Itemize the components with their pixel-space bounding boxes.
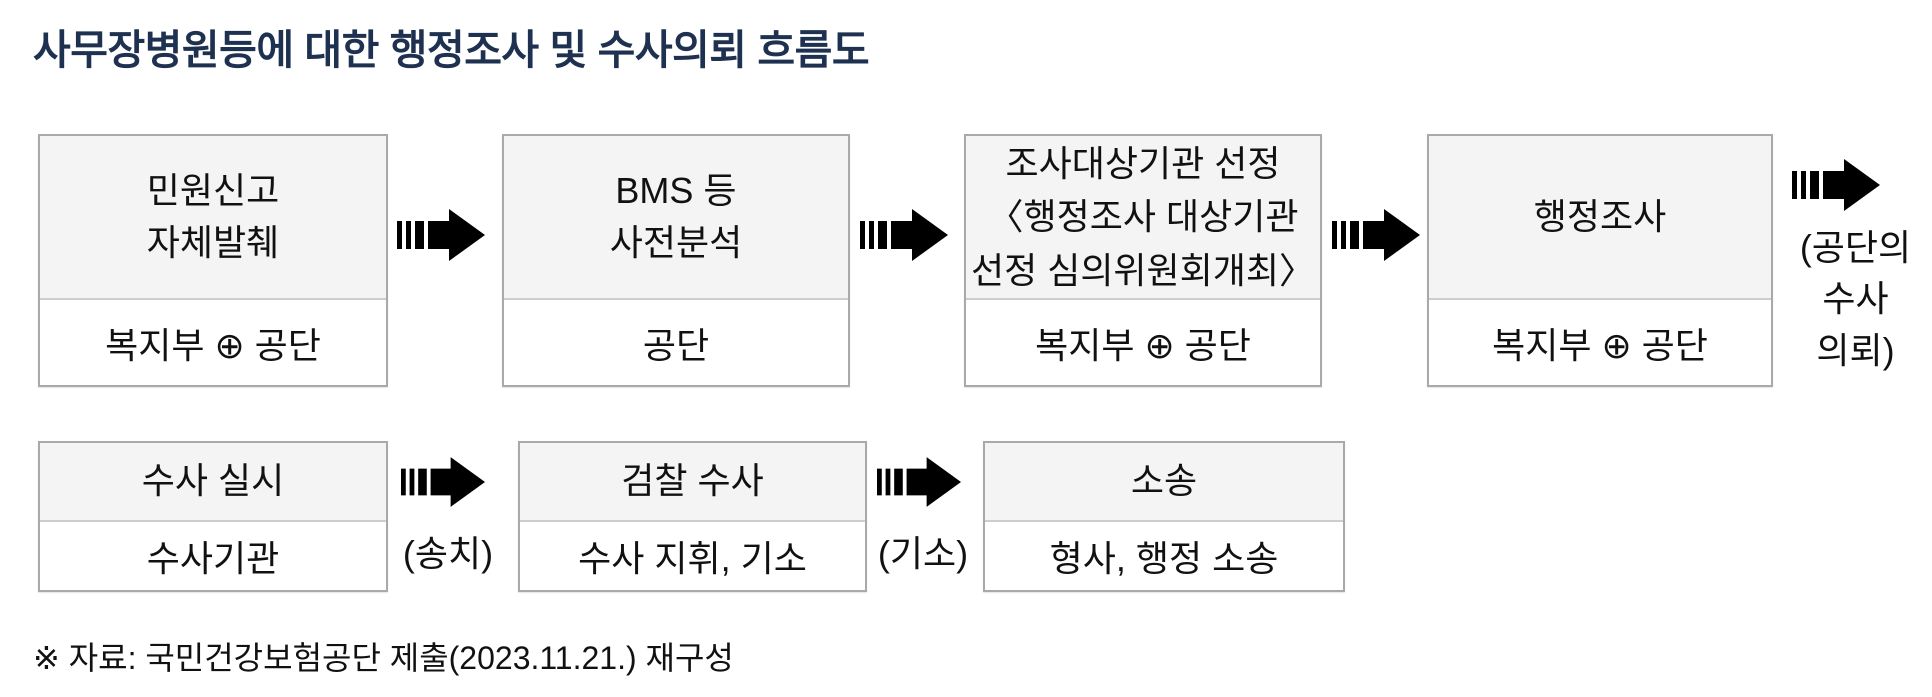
- step-target-selection: 조사대상기관 선정 〈행정조사 대상기관 선정 심의위원회개최〉 복지부 ⊕ 공…: [964, 134, 1322, 387]
- striped-arrow-icon: [860, 209, 948, 261]
- step-actor-label: 형사, 행정 소송: [1049, 538, 1279, 579]
- striped-arrow-icon: [401, 457, 485, 507]
- step-actor-label: 공단: [642, 324, 710, 366]
- step-stage-label: BMS 등 사전분석: [504, 136, 848, 300]
- step-actor-label: 복지부 ⊕ 공단: [1035, 324, 1251, 366]
- step-stage-label: 조사대상기관 선정 〈행정조사 대상기관 선정 심의위원회개최〉: [966, 136, 1320, 300]
- step-actor-label: 복지부 ⊕ 공단: [1492, 324, 1708, 366]
- striped-arrow-icon: [1792, 159, 1880, 211]
- step-pre-analysis: BMS 등 사전분석 공단: [502, 134, 850, 387]
- arrow-label-giso: (기소): [877, 533, 969, 574]
- step-admin-investigation: 행정조사 복지부 ⊕ 공단: [1427, 134, 1773, 387]
- page-title: 사무장병원등에 대한 행정조사 및 수사의뢰 흐름도: [33, 27, 870, 73]
- striped-arrow-icon: [1332, 209, 1420, 261]
- step-litigation: 소송 형사, 행정 소송: [983, 441, 1345, 592]
- step-stage-label: 검찰 수사: [520, 443, 865, 522]
- step-investigation: 수사 실시 수사기관: [38, 441, 388, 592]
- striped-arrow-icon: [397, 209, 485, 261]
- tail-arrow-label: (공단의 수사 의뢰): [1799, 227, 1912, 371]
- step-stage-label: 민원신고 자체발췌: [40, 136, 386, 300]
- step-prosecution: 검찰 수사 수사 지휘, 기소: [518, 441, 867, 592]
- step-complaint-intake: 민원신고 자체발췌 복지부 ⊕ 공단: [38, 134, 388, 387]
- step-actor-label: 수사 지휘, 기소: [578, 538, 807, 579]
- step-stage-label: 행정조사: [1429, 136, 1771, 300]
- step-stage-label: 소송: [985, 443, 1343, 522]
- arrow-label-songchi: (송치): [402, 533, 494, 574]
- step-actor-label: 복지부 ⊕ 공단: [105, 324, 321, 366]
- source-footnote: ※ 자료: 국민건강보험공단 제출(2023.11.21.) 재구성: [33, 640, 734, 676]
- striped-arrow-icon: [877, 457, 961, 507]
- step-actor-label: 수사기관: [146, 538, 280, 579]
- step-stage-label: 수사 실시: [40, 443, 386, 522]
